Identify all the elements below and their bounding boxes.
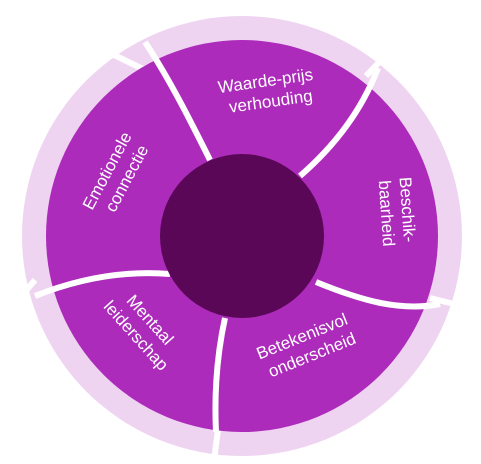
center-circle [160, 154, 324, 318]
ring-gap [15, 278, 38, 302]
ring-gap [429, 295, 463, 309]
separator [33, 270, 171, 299]
ring-gap [363, 52, 389, 79]
label-line: baarheid [375, 180, 399, 247]
separator [142, 40, 213, 162]
segment-separators [33, 40, 441, 433]
separator [298, 66, 381, 179]
separator [314, 279, 441, 310]
ring-gaps [15, 51, 463, 461]
ring-gap [110, 51, 147, 73]
ring-gap [211, 429, 221, 461]
label-line: Beschik- [396, 176, 420, 242]
separator [212, 317, 228, 433]
segment-beschik: Beschik- baarheid [375, 176, 420, 249]
svg-text:Beschik- baarheid: Beschik- baarheid [375, 176, 420, 249]
